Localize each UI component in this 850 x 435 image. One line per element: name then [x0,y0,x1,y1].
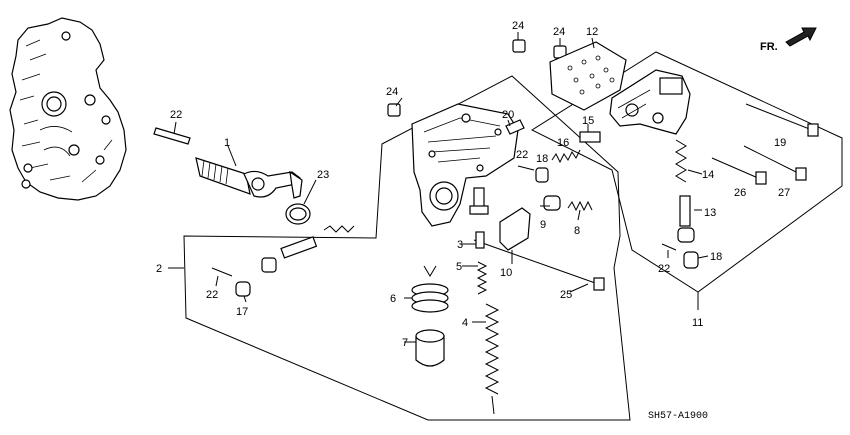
callout-1: 1 [224,137,230,149]
part-6-spring [411,265,449,313]
callout-labels: 24 24 12 24 22 1 23 20 15 16 22 18 19 14… [156,20,790,349]
part-24-dowel-c [387,103,401,117]
callout-3: 3 [457,239,463,251]
callout-18: 18 [536,153,548,165]
leader-lines [215,32,709,343]
callout-10: 10 [500,267,512,279]
callout-15: 15 [582,115,594,127]
callout-20: 20 [502,109,514,121]
part-4-spring [484,303,500,415]
part-22-pin-c [661,243,677,251]
part-20-bolt [505,119,525,135]
part-8-spring [567,200,593,212]
part-5-spring [476,261,488,295]
callout-2: 2 [156,263,162,275]
callout-16: 16 [557,137,569,149]
callout-13: 13 [704,207,716,219]
callout-17: 17 [236,306,248,318]
callout-19: 19 [774,137,786,149]
servo-body [411,103,519,227]
part-18-cap-b [683,251,699,269]
callout-9: 9 [540,219,546,231]
callout-12: 12 [586,26,598,38]
callout-23: 23 [317,169,329,181]
part-24-dowel-a [512,39,526,53]
part-22-pin-b [211,267,233,277]
callout-18: 18 [710,251,722,263]
part-9-sleeve [543,195,561,211]
shift-valve-body [609,69,691,135]
callout-27: 27 [778,187,790,199]
part-18-cap-a [535,167,549,183]
callout-24: 24 [386,86,398,98]
part-7-piston [415,329,445,367]
part-10-lever-clip [499,207,531,251]
part-servo-rod [261,236,318,273]
part-16-spring [551,149,581,164]
part-3-valve [469,187,489,249]
callout-11: 11 [692,317,703,329]
part-22-pin-a [517,165,535,171]
callout-7: 7 [402,337,408,349]
callout-5: 5 [456,261,462,273]
callout-21: 22 [170,109,182,121]
part-27-bolt [743,145,807,181]
front-direction-arrow: FR. [760,27,817,53]
callout-22: 22 [658,263,670,275]
part-21-pin [153,121,191,145]
group-outline-11 [530,51,843,310]
front-direction-label: FR. [760,41,778,53]
group-outline-2 [168,75,631,421]
callout-6: 6 [390,293,396,305]
part-19-bolt [745,103,819,137]
callout-8: 8 [574,225,580,237]
part-1-shaft-lever [195,145,303,199]
part-25-bolt [473,239,605,291]
callout-24: 24 [553,26,565,38]
part-14-spring [675,139,687,183]
part-spring-small [323,225,355,233]
callout-26: 26 [734,187,746,199]
callout-14: 14 [702,169,714,181]
part-15-valve [579,124,601,143]
part-23-o-ring [285,179,317,225]
part-13-valve [677,195,695,243]
callout-25: 25 [560,289,572,301]
callout-22: 22 [206,289,218,301]
transmission-case [9,17,127,201]
part-26-bolt [711,157,767,185]
diagram-code: SH57-A1900 [648,411,708,422]
part-17-cap [235,281,251,297]
callout-24: 24 [512,20,524,32]
callout-4: 4 [462,317,468,329]
callout-22: 22 [516,149,528,161]
part-12-separator-plate [549,37,627,111]
